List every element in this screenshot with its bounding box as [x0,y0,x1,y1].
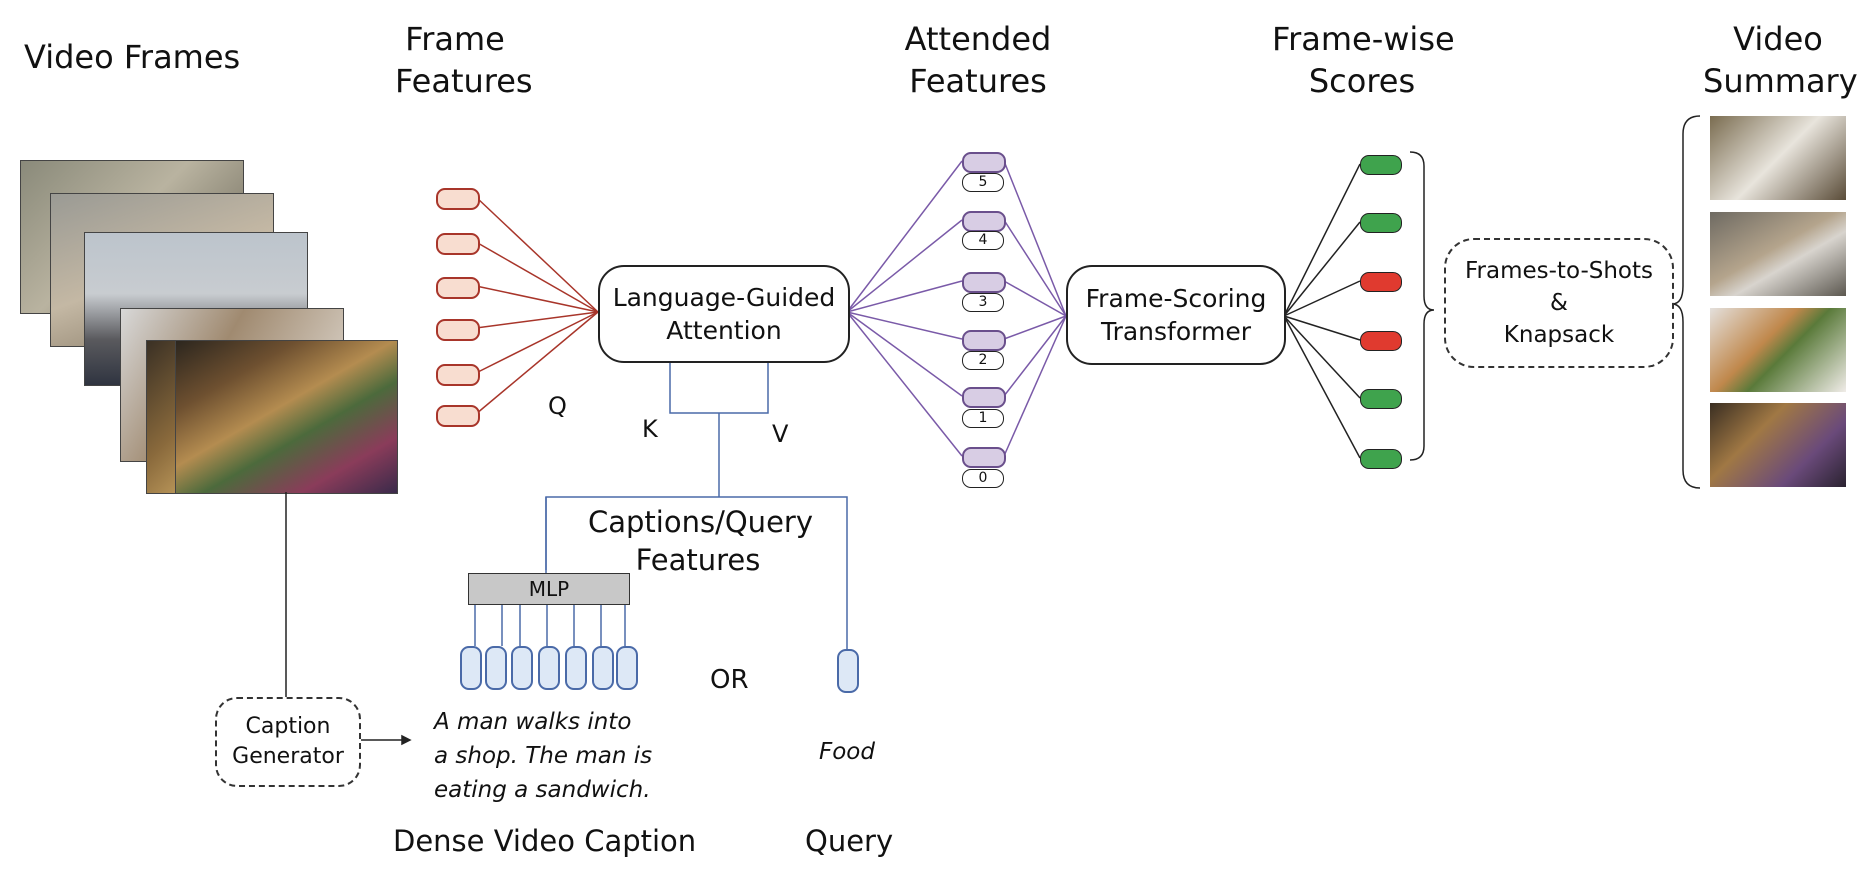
caption-feature-token [538,646,560,690]
query-text: Food [819,739,875,765]
summary-frame-image [1710,212,1846,296]
frame-feature-token [436,364,480,386]
attended-feature-token [962,447,1006,468]
attended-feature-token [962,272,1006,293]
attended-feature-index: 4 [962,231,1004,250]
header-video-frames: Video Frames [24,38,241,76]
dense-video-caption-label: Dense Video Caption [393,824,697,858]
q-label: Q [548,392,567,420]
attended-to-transformer-lines [1003,160,1067,457]
caption-feature-token [565,646,587,690]
summary-frame-image [1710,308,1846,392]
attended-feature-index: 3 [962,293,1004,312]
caption-feature-token [511,646,533,690]
scores-brace [1409,151,1435,461]
query-label: Query [805,824,894,858]
kv-connector [545,360,848,652]
score-token [1360,272,1402,292]
frame-feature-token [436,405,480,427]
score-token [1360,449,1402,469]
summary-frame-image [1710,116,1846,200]
mlp-token-lines [474,603,626,646]
attended-feature-index: 0 [962,469,1004,488]
frame-feature-lines [475,196,599,415]
frame-feature-token [436,319,480,341]
or-label: OR [710,665,749,695]
transformer-to-scores-lines [1283,163,1361,459]
attended-feature-index: 1 [962,409,1004,428]
frame-feature-token [436,188,480,210]
attended-feature-token [962,152,1006,173]
score-token [1360,155,1402,175]
frame-feature-token [436,233,480,255]
attended-feature-token [962,387,1006,408]
score-token [1360,389,1402,409]
caption-feature-token [485,646,507,690]
score-token [1360,213,1402,233]
mlp-block: MLP [468,573,630,605]
attended-feature-token [962,211,1006,232]
frame-feature-token [436,277,480,299]
attended-feature-index: 5 [962,173,1004,192]
video-frame-image [175,340,398,494]
frames-to-shots-knapsack-box: Frames-to-Shots&Knapsack [1444,238,1674,368]
attended-feature-index: 2 [962,351,1004,370]
caption-arrow [360,734,412,746]
attended-feature-token [962,330,1006,351]
k-label: K [642,415,658,443]
query-feature-token [837,649,859,693]
attention-output-lines [846,160,963,457]
caption-feature-token [616,646,638,690]
v-label: V [772,420,789,448]
summary-brace [1671,115,1701,489]
summary-frame-image [1710,403,1846,487]
caption-feature-token [592,646,614,690]
score-token [1360,331,1402,351]
caption-feature-token [460,646,482,690]
